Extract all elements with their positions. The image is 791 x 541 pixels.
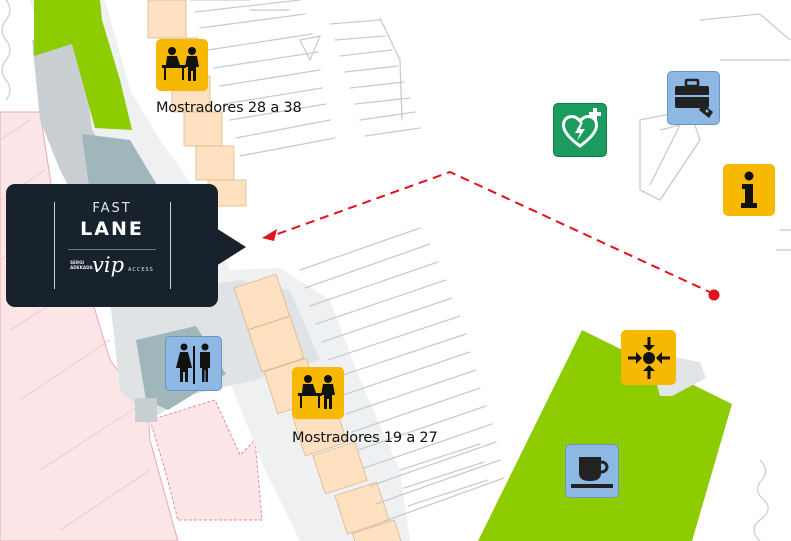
route-start-dot — [708, 289, 720, 301]
check-in-counter-icon[interactable] — [292, 367, 344, 419]
green-area-top — [34, 0, 132, 130]
callout-background — [6, 184, 218, 307]
counters-bottom-label: Mostradores 19 a 27 — [292, 430, 438, 446]
access-label: ACCESS — [128, 267, 154, 273]
callout-divider — [68, 249, 156, 250]
fast-lane-title-line1: FAST — [92, 201, 132, 216]
brand-line2: ADEKADA — [70, 265, 93, 270]
callout-bar-left — [54, 202, 55, 289]
restrooms-icon[interactable] — [165, 336, 222, 391]
route-path — [271, 170, 715, 295]
defibrillator-icon[interactable] — [553, 103, 607, 157]
vip-wordmark: vip — [92, 253, 125, 277]
callout-pointer — [216, 228, 246, 266]
information-icon[interactable] — [723, 164, 775, 216]
restricted-zone-inner — [149, 399, 263, 521]
lost-luggage-icon[interactable] — [667, 71, 720, 125]
fast-lane-title-line2: LANE — [80, 218, 144, 240]
queue-lines-bottom — [299, 227, 505, 523]
route-arrowhead — [262, 229, 277, 241]
brand-line1: SERGI — [70, 260, 85, 265]
edge-line-right — [753, 459, 769, 541]
brand-mark: SERGI ADEKADA — [70, 260, 93, 270]
edge-line — [1, 0, 11, 101]
counter-strip-bottom — [233, 273, 405, 541]
fast-lane-callout[interactable]: FAST LANE SERGI ADEKADA vip ACCESS — [6, 184, 246, 307]
lower-grey-block — [135, 398, 157, 422]
gate-outlines — [190, 0, 791, 251]
queue-lines-top — [194, 0, 421, 157]
cafe-icon[interactable] — [565, 444, 619, 498]
counters-top-label: Mostradores 28 a 38 — [156, 100, 302, 116]
check-in-counter-icon[interactable] — [156, 39, 208, 91]
callout-bar-right — [170, 202, 171, 289]
meeting-point-icon[interactable] — [621, 330, 676, 385]
